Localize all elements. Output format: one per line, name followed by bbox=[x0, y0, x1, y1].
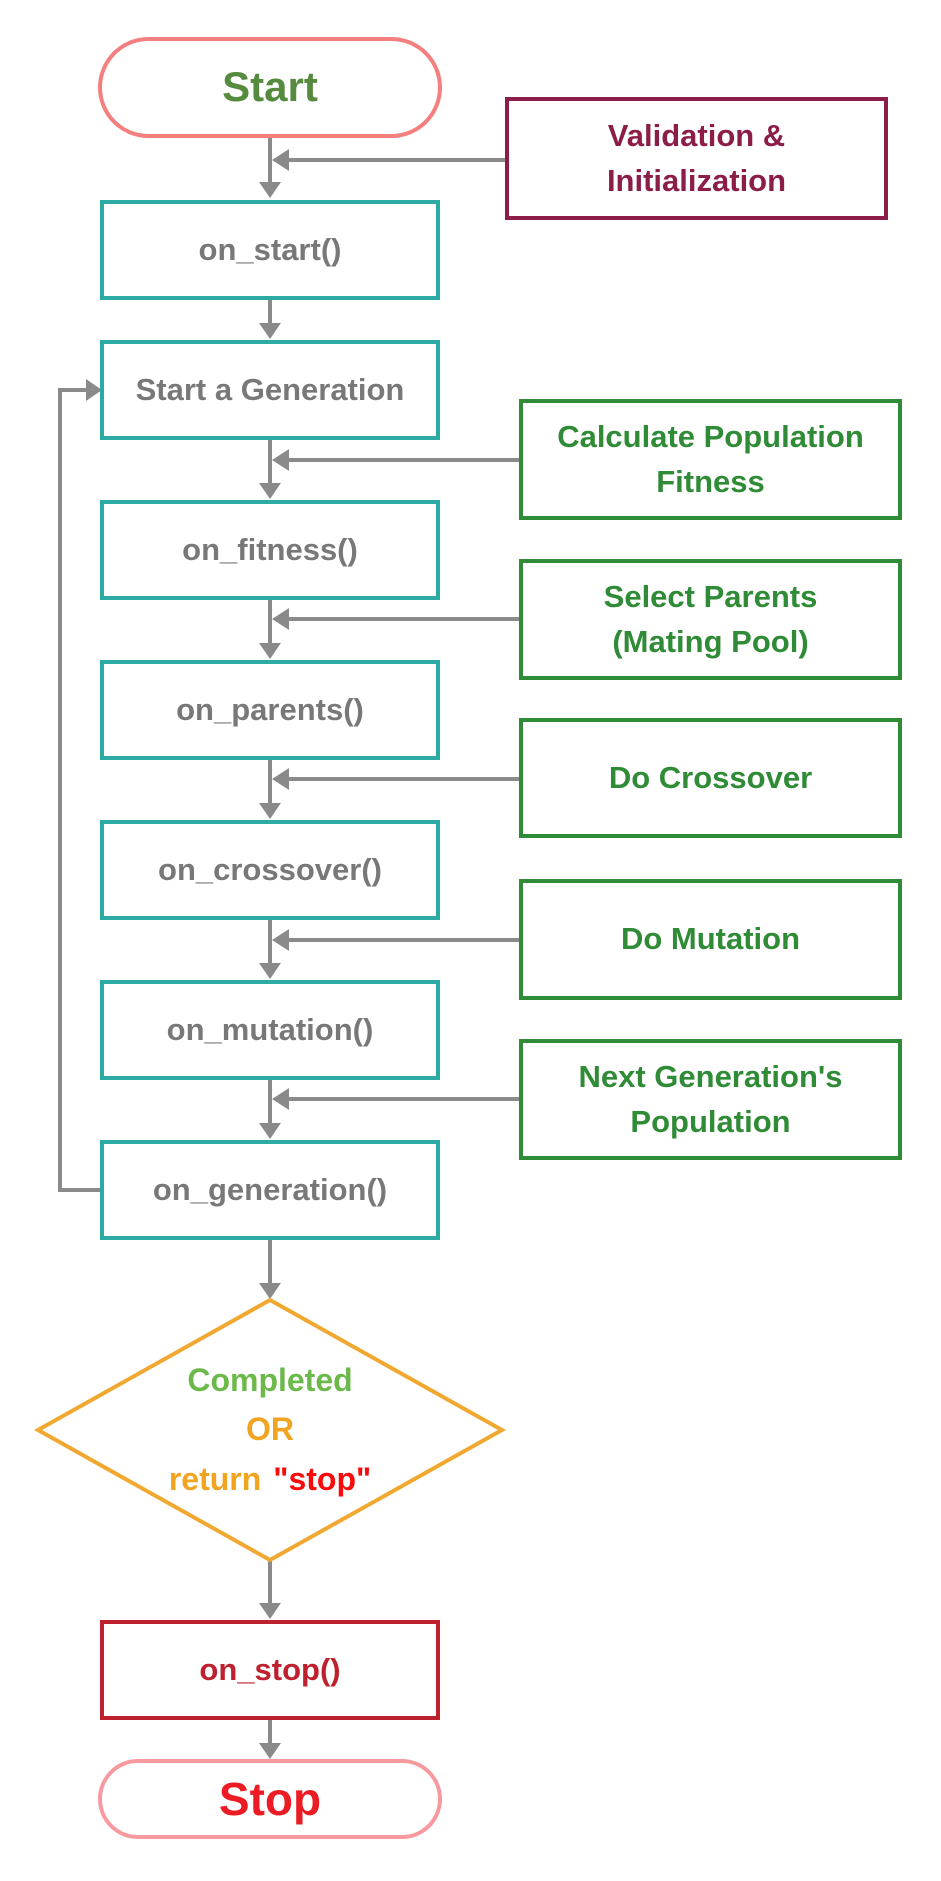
connector-ongeneration-to-decision bbox=[259, 1240, 281, 1299]
on-mutation-label: on_mutation() bbox=[166, 1011, 374, 1047]
connector-start-to-onstart bbox=[259, 138, 281, 198]
annotation-box-crossover: Do Crossover bbox=[519, 718, 902, 838]
decision-completed-label: Completed bbox=[187, 1361, 353, 1398]
start-label: Start bbox=[222, 63, 318, 111]
connector-onstart-to-generation bbox=[259, 300, 281, 339]
decision-text: Completed OR return "stop" bbox=[38, 1300, 502, 1560]
on-crossover-label: on_crossover() bbox=[158, 851, 382, 887]
decision-or-label: OR bbox=[246, 1411, 294, 1448]
flow-box-on-generation: on_generation() bbox=[100, 1140, 440, 1240]
flow-box-on-mutation: on_mutation() bbox=[100, 980, 440, 1080]
annotation-box-next-generation: Next Generation's Population bbox=[519, 1039, 902, 1160]
decision-return-label: return bbox=[168, 1460, 262, 1497]
mutation-line1: Do Mutation bbox=[620, 921, 801, 957]
validation-line1: Validation & bbox=[607, 117, 786, 153]
connector-parents bbox=[272, 608, 519, 630]
connector-generation-to-onfitness bbox=[259, 440, 281, 499]
annotation-box-parents: Select Parents (Mating Pool) bbox=[519, 559, 902, 680]
connector-decision-to-onstop bbox=[259, 1560, 281, 1619]
annotation-box-mutation: Do Mutation bbox=[519, 879, 902, 1000]
parents-line1: Select Parents bbox=[603, 578, 818, 614]
connector-mutation bbox=[272, 929, 519, 951]
decision-return-line: return "stop" bbox=[169, 1455, 371, 1505]
annotation-box-validation: Validation & Initialization bbox=[505, 97, 888, 220]
terminator-stop: Stop bbox=[98, 1759, 442, 1839]
on-stop-label: on_stop() bbox=[199, 1651, 341, 1687]
flow-box-on-fitness: on_fitness() bbox=[100, 500, 440, 600]
decision-stop-value: "stop" bbox=[273, 1460, 372, 1497]
flow-box-on-crossover: on_crossover() bbox=[100, 820, 440, 920]
fitness-line2: Fitness bbox=[656, 463, 765, 499]
decision-diamond bbox=[33, 1297, 507, 1563]
connector-next-generation bbox=[272, 1088, 519, 1110]
connector-onstop-to-stop bbox=[259, 1720, 281, 1759]
annotation-box-fitness: Calculate Population Fitness bbox=[519, 399, 902, 520]
connector-onmutation-to-ongeneration bbox=[259, 1080, 281, 1139]
connector-validation bbox=[272, 149, 505, 171]
start-generation-label: Start a Generation bbox=[135, 371, 405, 407]
validation-line2: Initialization bbox=[606, 162, 787, 198]
flow-box-start-generation: Start a Generation bbox=[100, 340, 440, 440]
connector-onfitness-to-onparents bbox=[259, 600, 281, 659]
connector-fitness bbox=[272, 449, 519, 471]
flow-box-on-stop: on_stop() bbox=[100, 1620, 440, 1720]
flow-box-on-parents: on_parents() bbox=[100, 660, 440, 760]
connector-oncrossover-to-onmutation bbox=[259, 920, 281, 979]
flow-box-on-start: on_start() bbox=[100, 200, 440, 300]
next-generation-line2: Population bbox=[630, 1103, 791, 1139]
connector-onparents-to-oncrossover bbox=[259, 760, 281, 819]
connector-crossover bbox=[272, 768, 519, 790]
terminator-start: Start bbox=[98, 37, 442, 138]
on-start-label: on_start() bbox=[198, 231, 342, 267]
fitness-line1: Calculate Population bbox=[557, 418, 864, 454]
parents-line2: (Mating Pool) bbox=[612, 623, 809, 659]
stop-label: Stop bbox=[218, 1772, 322, 1825]
crossover-line1: Do Crossover bbox=[608, 759, 813, 795]
on-fitness-label: on_fitness() bbox=[182, 531, 358, 567]
on-generation-label: on_generation() bbox=[152, 1171, 388, 1207]
connector-loop-generation bbox=[58, 379, 102, 1192]
next-generation-line1: Next Generation's bbox=[578, 1058, 843, 1094]
on-parents-label: on_parents() bbox=[176, 691, 364, 727]
